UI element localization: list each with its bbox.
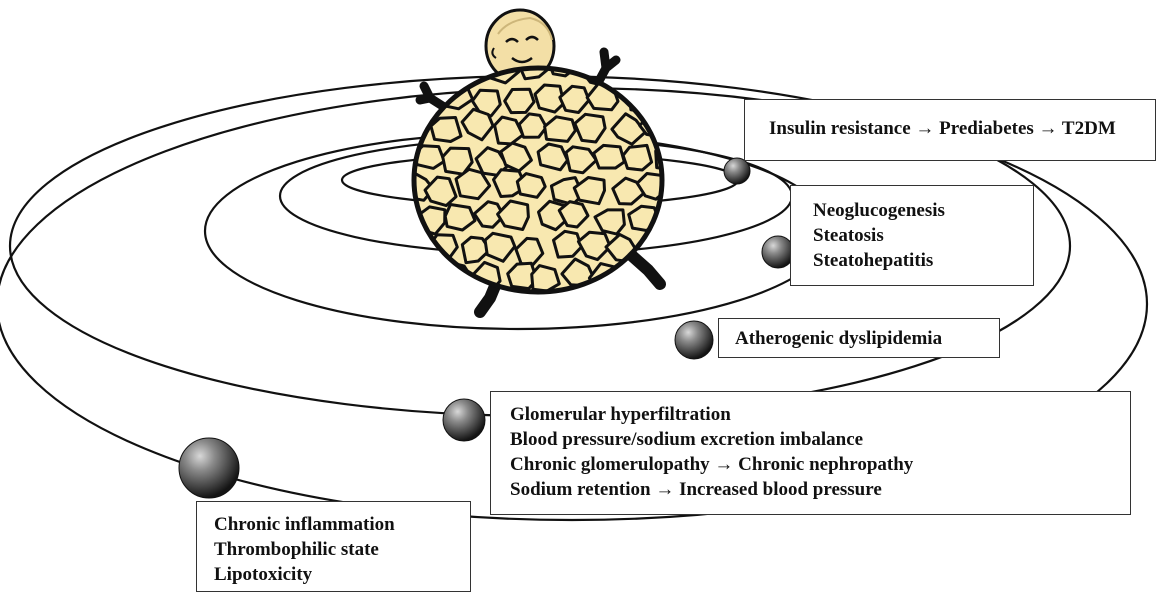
fat-cell xyxy=(592,143,626,170)
fat-cell xyxy=(432,297,461,322)
fat-cell xyxy=(515,172,547,199)
fat-cell xyxy=(602,290,634,292)
dyslipidemia-box: Atherogenic dyslipidemia xyxy=(718,318,1000,358)
fat-cell xyxy=(366,113,397,137)
box-line: Blood pressure/sodium excretion imbalanc… xyxy=(510,429,864,450)
fat-cell xyxy=(533,83,566,114)
fat-cell xyxy=(414,236,428,264)
fat-cell xyxy=(438,261,472,292)
fat-cell xyxy=(683,86,713,114)
fat-cell xyxy=(672,59,703,83)
fat-cell xyxy=(362,55,394,84)
fat-cell xyxy=(543,115,577,143)
fat-cell xyxy=(654,83,662,113)
head-icon xyxy=(484,8,556,84)
insulin-resistance-box: Insulin resistance → Prediabetes → T2DM xyxy=(744,99,1156,161)
planet-3 xyxy=(674,320,714,360)
fat-cell xyxy=(414,290,428,292)
box-line: Chronic glomerulopathy → Chronic nephrop… xyxy=(510,454,914,475)
box-line: Glomerular hyperfiltration xyxy=(510,404,731,425)
kidney-effects-box: Glomerular hyperfiltration Blood pressur… xyxy=(490,391,1131,515)
fat-cell xyxy=(572,176,606,206)
fat-cell xyxy=(594,23,627,51)
fat-cell xyxy=(414,260,416,292)
fat-cell xyxy=(580,291,613,292)
fat-cell xyxy=(573,112,607,144)
fat-cell xyxy=(459,68,491,80)
fat-cell xyxy=(517,112,548,139)
planet-5 xyxy=(178,437,240,499)
fat-cell xyxy=(610,112,647,146)
planet-1 xyxy=(723,157,751,185)
fat-cell xyxy=(460,235,492,265)
fat-cell xyxy=(503,87,536,115)
fat-cell xyxy=(653,23,679,47)
fat-cell xyxy=(681,29,716,54)
box-line: Sodium retention → Increased blood press… xyxy=(510,479,882,500)
fat-cell xyxy=(558,84,591,114)
fat-cell xyxy=(444,25,472,53)
fat-cell xyxy=(536,142,569,172)
fat-cell xyxy=(564,145,598,175)
box-line: Neoglucogenesis xyxy=(813,200,945,221)
box-line: Thrombophilic state xyxy=(214,539,379,560)
fat-cell xyxy=(530,264,561,292)
fat-cell xyxy=(593,208,626,236)
fat-cell xyxy=(561,23,592,52)
fat-cell xyxy=(657,205,662,237)
fat-cell xyxy=(384,25,413,52)
box-line: Lipotoxicity xyxy=(214,564,313,585)
fat-cell xyxy=(557,200,590,229)
fat-cell xyxy=(460,107,495,142)
planets xyxy=(178,157,795,499)
fat-cell xyxy=(623,22,649,49)
fat-cell xyxy=(687,263,714,289)
fat-cell xyxy=(515,298,547,323)
systemic-effects-box: Chronic inflammation Thrombophilic state… xyxy=(196,501,471,592)
fat-cell xyxy=(673,173,702,198)
box-line: Steatosis xyxy=(813,225,884,246)
liver-effects-box: Neoglucogenesis Steatosis Steatohepatiti… xyxy=(790,185,1034,286)
fat-cell xyxy=(470,88,502,118)
fat-cell xyxy=(365,292,394,317)
fat-cell xyxy=(496,199,530,231)
fat-cell xyxy=(621,143,654,172)
fat-cell xyxy=(576,230,612,262)
fat-cell xyxy=(680,202,710,231)
fat-cell xyxy=(443,203,477,232)
fat-cell xyxy=(516,68,551,81)
fat-cell xyxy=(483,231,517,263)
box-line: Insulin resistance → Prediabetes → T2DM xyxy=(769,118,1116,139)
fat-cell xyxy=(552,229,583,259)
box-line: Chronic inflammation xyxy=(214,514,395,535)
fat-cell xyxy=(670,113,699,139)
fat-cell xyxy=(375,169,404,196)
fat-cell xyxy=(423,175,458,208)
planet-4 xyxy=(442,398,486,442)
fat-cell xyxy=(551,295,579,321)
fat-cell xyxy=(414,267,442,292)
right-leg xyxy=(624,248,666,290)
fat-cell xyxy=(506,261,539,291)
fat-cell xyxy=(472,200,506,229)
box-line: Steatohepatitis xyxy=(813,250,934,271)
box-line: Atherogenic dyslipidemia xyxy=(735,328,943,349)
fat-cell xyxy=(669,236,697,262)
fat-cell xyxy=(644,297,672,326)
fat-cell xyxy=(412,24,442,50)
fat-cell xyxy=(454,167,492,201)
